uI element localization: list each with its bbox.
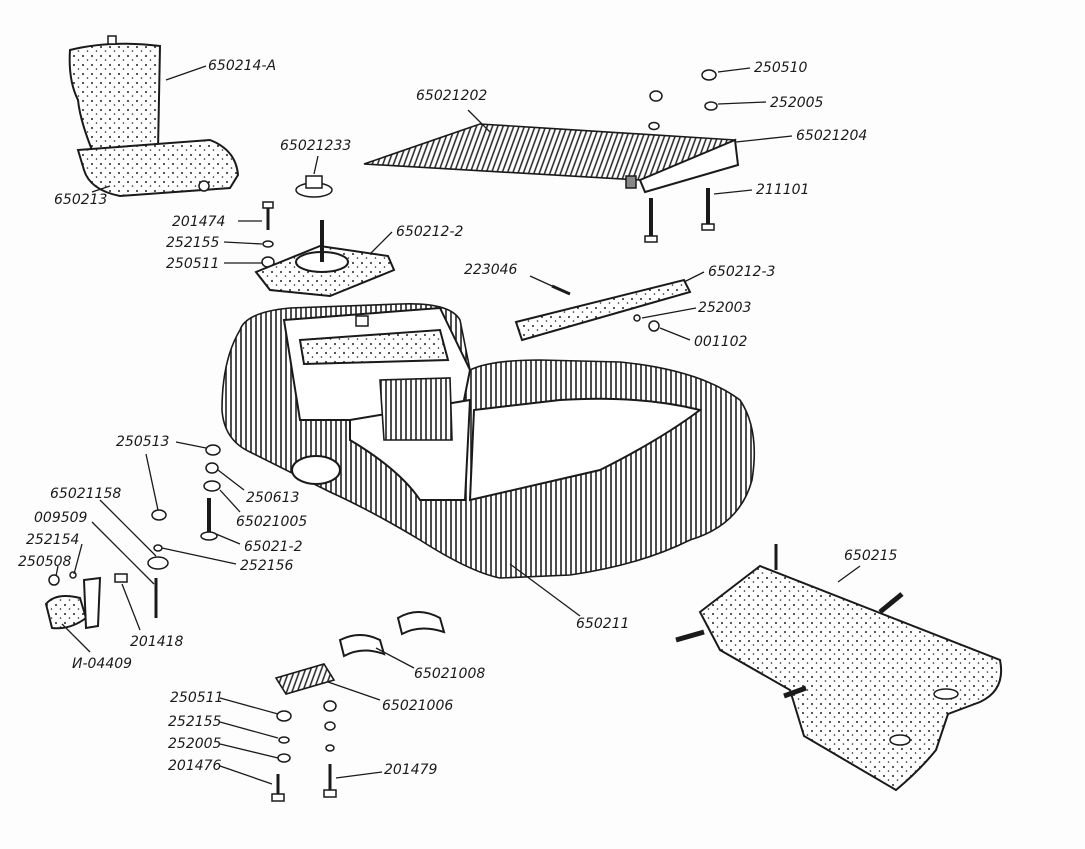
washer-rail [633,314,641,322]
seat-base [76,138,240,198]
nut-top [701,69,717,81]
part-labels: 650214-A 650213 65021202 65021204 250510… [18,58,898,778]
label-pin-left: 009509 [34,510,88,526]
bolt-d [271,774,285,802]
bolt-top-2 [644,198,658,243]
label-cap: 65021233 [280,138,351,154]
label-rail-strip: 650212-3 [708,264,775,280]
nut-top-2 [649,90,663,102]
label-rubber-b: 65021005 [236,514,307,530]
washer-top-2 [648,121,660,131]
label-bolt-a: 201474 [172,214,225,230]
washer-top [704,101,718,111]
rail-strip-part [514,278,692,342]
nut-b-2 [205,462,219,474]
washer-e2 [325,744,335,752]
label-bushing: 65021008 [414,666,485,682]
label-washer-d2: 252005 [168,736,222,752]
label-saddle: 65021006 [382,698,453,714]
label-washer-d1: 252155 [168,714,222,730]
washer-a [262,240,274,248]
label-bracket-plate: 650212-2 [396,224,463,240]
label-bolt-left: 201418 [130,634,184,650]
leader-lines [55,65,861,785]
washer-c [153,544,163,552]
label-nut-left: 250508 [18,554,72,570]
label-washer-b: 250613 [246,490,299,506]
label-bolt-top: 211101 [756,182,809,198]
bracket-plate [254,220,396,298]
nut-e [323,700,337,712]
floor-mat [363,123,740,194]
stud-b [200,498,218,541]
label-floor-panel: 650215 [844,548,898,564]
label-floor-mat: 65021202 [416,88,487,104]
washer-b [203,480,221,492]
label-washer-c: 252156 [240,558,294,574]
label-washer-top: 252005 [770,95,824,111]
clip-part [147,556,169,570]
nut-b-3 [151,509,167,521]
bolt-top [701,188,715,231]
bolt-e [323,764,337,798]
bolt-a [262,201,274,230]
label-nut-top: 250510 [754,60,808,76]
floor-panel-part [675,544,1002,792]
label-clip-left: 65021158 [50,486,121,502]
label-mat-rail: 65021204 [796,128,867,144]
nut-d [276,710,292,722]
saddle-part [274,663,336,695]
cap-part [295,175,333,198]
label-seat-back: 650214-A [208,58,276,74]
label-bolt-d: 201476 [168,758,222,774]
bushing-part [338,611,446,658]
label-nut-a: 250511 [166,256,219,272]
washer-e [324,721,336,731]
label-bracket-left: И-04409 [72,656,132,672]
washer-d1 [278,736,290,744]
label-nut-rail: 001102 [694,334,748,350]
bracket-left-part [44,571,128,630]
label-washer-a: 252155 [166,235,220,251]
nut-rail [648,320,660,332]
label-spring-left: 252154 [26,532,79,548]
screw-rail [551,284,571,296]
label-stud-b: 65021-2 [244,539,303,555]
nut-b [205,444,221,456]
label-body: 650211 [576,616,629,632]
label-screw-rail: 223046 [464,262,518,278]
car-body [221,303,756,579]
label-washer-rail: 252003 [698,300,751,316]
label-seat-base: 650213 [54,192,107,208]
label-nut-d: 250511 [170,690,223,706]
seat-back [68,35,162,151]
label-nut-b: 250513 [116,434,169,450]
washer-d2 [277,753,291,763]
label-bolt-e: 201479 [384,762,438,778]
